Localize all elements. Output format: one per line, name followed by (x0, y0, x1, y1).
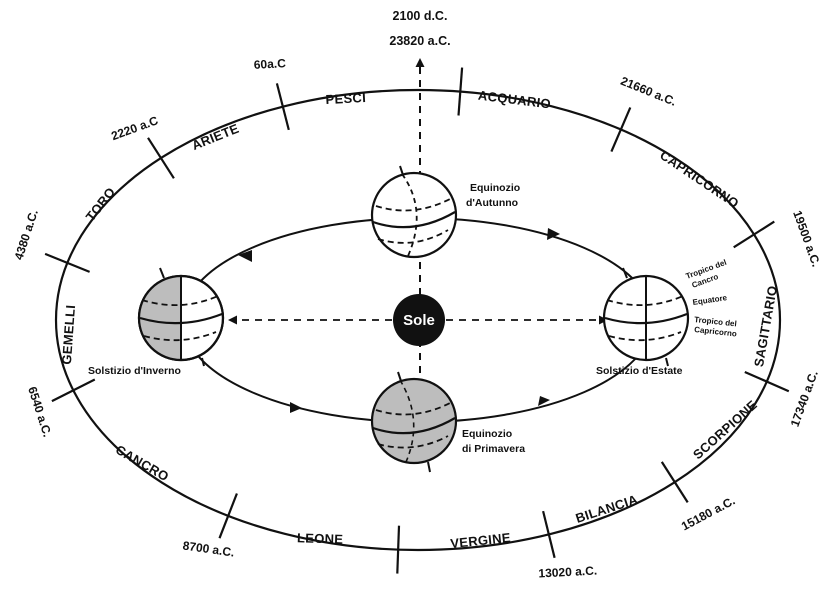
date-4380: 4380 a.C. (11, 208, 40, 262)
sign-toro: TORO (83, 184, 119, 224)
top-date-line2: 23820 a.C. (389, 34, 450, 48)
globe-spring (372, 372, 456, 472)
sign-boundary-tick (397, 526, 399, 574)
autumn-label-line1: Equinozio (470, 182, 520, 194)
sign-boundary-tick (734, 222, 775, 248)
sign-gemelli: GEMELLI (59, 304, 78, 365)
globe-summer (604, 268, 688, 366)
equator-label: Equatore (692, 293, 728, 307)
autumn-label-line2: d'Autunno (466, 197, 518, 209)
sign-scorpione: SCORPIONE (690, 397, 760, 462)
winter-label: Solstizio d'Inverno (88, 365, 181, 377)
globe-winter (139, 268, 223, 366)
date-8700: 8700 a.C. (182, 538, 235, 559)
date-60: 60a.C (253, 56, 286, 72)
date-6540: 6540 a.C. (25, 385, 54, 439)
date-2220: 2220 a.C (109, 113, 160, 143)
sign-boundary-tick (148, 138, 174, 179)
top-date-line1: 2100 d.C. (393, 9, 448, 23)
sign-ariete: ARIETE (190, 121, 242, 153)
sign-boundary-tick (220, 494, 237, 539)
sign-vergine: VERGINE (450, 530, 512, 551)
sign-boundary-tick (662, 462, 688, 503)
date-17340: 17340 a.C. (788, 369, 821, 429)
date-15180: 15180 a.C. (679, 494, 737, 534)
sign-capricorno: CAPRICORNO (657, 147, 742, 211)
date-13020: 13020 a.C. (538, 563, 597, 580)
date-19500: 19500 a.C. (790, 209, 823, 269)
sun-label: Sole (403, 312, 435, 329)
sign-boundary-tick (745, 372, 789, 391)
sign-boundary-tick (45, 254, 90, 272)
sign-boundary-tick (52, 380, 95, 402)
spring-label-line1: Equinozio (462, 428, 512, 440)
summer-label: Solstizio d'Estate (596, 365, 683, 377)
sign-bilancia: BILANCIA (574, 492, 640, 526)
sign-cancro: CANCRO (113, 442, 171, 484)
sign-pesci: PESCI (325, 90, 366, 107)
sign-boundary-tick (611, 108, 630, 152)
sign-leone: LEONE (297, 530, 344, 547)
globe-autumn (372, 166, 456, 257)
date-21660: 21660 a.C. (619, 74, 679, 109)
sign-acquario: ACQUARIO (477, 88, 551, 112)
orbit-arrow (290, 402, 302, 413)
spring-label-line2: di Primavera (462, 443, 525, 455)
